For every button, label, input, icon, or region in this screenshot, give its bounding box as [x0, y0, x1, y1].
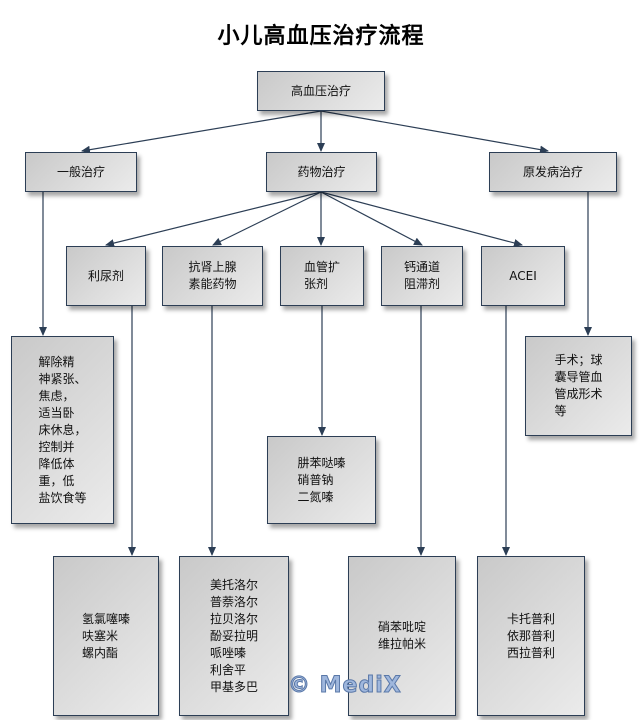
node-adrenergic-drugs: 美托洛尔 普萘洛尔 拉贝洛尔 酚妥拉明 哌唑嗪 利舍平 甲基多巴 — [179, 556, 289, 716]
node-general-detail-label: 解除精 神紧张、 焦虑， 适当卧 床休息， 控制并 降低体 重，低 盐饮食等 — [38, 354, 87, 505]
edge-drug-ccb — [320, 191, 423, 246]
node-vasodilator-label: 血管扩 张剂 — [303, 260, 340, 291]
node-drug-label: 药物治疗 — [297, 164, 346, 179]
node-ccb: 钙通道 阻滞剂 — [381, 246, 463, 306]
node-acei: ACEI — [481, 246, 565, 306]
node-adrenergic-drugs-label: 美托洛尔 普萘洛尔 拉贝洛尔 酚妥拉明 哌唑嗪 利舍平 甲基多巴 — [209, 577, 258, 694]
edge-drug-acei — [320, 191, 523, 247]
node-primary: 原发病治疗 — [489, 152, 617, 192]
node-ccb-drugs-label: 硝苯吡啶 维拉帕米 — [377, 620, 426, 651]
watermark: © MediX — [288, 673, 402, 699]
node-diuretic-drugs-label: 氢氯噻嗪 呋塞米 螺内酯 — [81, 611, 130, 660]
node-general: 一般治疗 — [25, 152, 137, 192]
node-diuretic-label: 利尿剂 — [87, 268, 124, 283]
node-diuretic-drugs: 氢氯噻嗪 呋塞米 螺内酯 — [53, 556, 159, 716]
edge-drug-diuretic — [105, 191, 322, 247]
node-acei-drugs: 卡托普利 依那普利 西拉普利 — [477, 556, 585, 716]
node-adrenergic: 抗肾上腺 素能药物 — [162, 246, 263, 306]
node-adrenergic-label: 抗肾上腺 素能药物 — [188, 260, 237, 291]
node-general-detail: 解除精 神紧张、 焦虑， 适当卧 床休息， 控制并 降低体 重，低 盐饮食等 — [11, 336, 114, 524]
edge-drug-adrenergic — [212, 191, 322, 246]
node-acei-label: ACEI — [509, 268, 537, 283]
node-vasodilator: 血管扩 张剂 — [280, 246, 364, 306]
node-root: 高血压治疗 — [257, 71, 385, 111]
node-general-label: 一般治疗 — [56, 164, 105, 179]
node-diuretic: 利尿剂 — [66, 246, 146, 306]
node-drug: 药物治疗 — [266, 152, 377, 192]
edge-root-primary — [320, 110, 549, 154]
node-acei-drugs-label: 卡托普利 依那普利 西拉普利 — [506, 611, 555, 660]
node-vasodilator-drugs-label: 肼苯哒嗪 硝普钠 二氮嗪 — [297, 455, 346, 504]
node-ccb-label: 钙通道 阻滞剂 — [403, 260, 440, 291]
diagram-title: 小儿高血压治疗流程 — [217, 24, 425, 49]
node-primary-detail: 手术；球 囊导管血 管成形术 等 — [525, 336, 632, 436]
node-vasodilator-drugs: 肼苯哒嗪 硝普钠 二氮嗪 — [267, 436, 376, 524]
node-primary-detail-label: 手术；球 囊导管血 管成形术 等 — [554, 353, 603, 418]
edge-root-general — [81, 110, 322, 154]
node-primary-label: 原发病治疗 — [522, 164, 583, 179]
node-root-label: 高血压治疗 — [290, 83, 351, 98]
node-ccb-drugs: 硝苯吡啶 维拉帕米 — [348, 556, 456, 716]
